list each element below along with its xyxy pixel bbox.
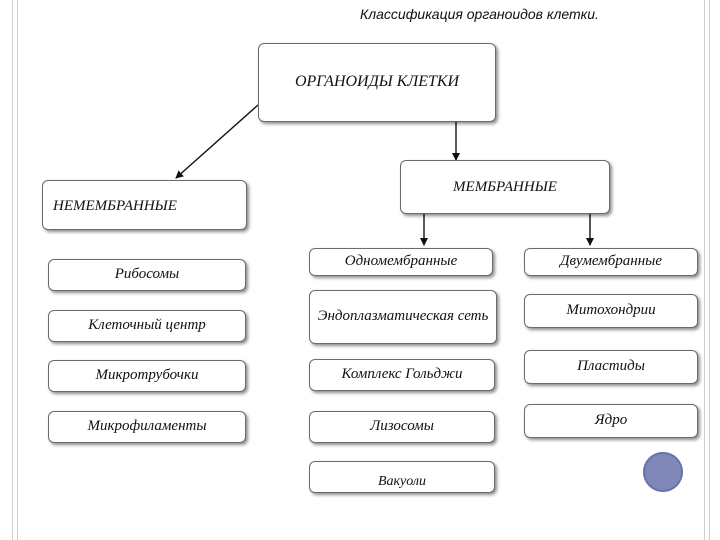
nonmembrane-item-microtubules: Микротрубочки [48,360,246,392]
slide-title: Классификация органоидов клетки. [360,6,599,22]
nonmembrane-label: НЕМЕМБРАННЫЕ [53,198,177,214]
decorative-circle [643,452,683,492]
root-box: ОРГАНОИДЫ КЛЕТКИ [258,43,496,122]
nonmembrane-item-ribosomes: Рибосомы [48,259,246,291]
slide-border-right [704,0,710,540]
membrane-box: МЕМБРАННЫЕ [400,160,610,214]
single-item-er: Эндоплазматическая сеть [309,290,497,344]
single-membrane-box: Одномембранные [309,248,493,276]
single-item-golgi: Комплекс Гольджи [309,359,495,391]
nonmembrane-item-microfilaments: Микрофиламенты [48,411,246,443]
membrane-label: МЕМБРАННЫЕ [453,179,557,195]
double-item-plastids: Пластиды [524,350,698,384]
double-membrane-box: Двумембранные [524,248,698,276]
double-item-mitochondria: Митохондрии [524,294,698,328]
double-item-nucleus: Ядро [524,404,698,438]
single-item-vacuoles: Вакуоли [309,461,495,493]
root-label: ОРГАНОИДЫ КЛЕТКИ [294,73,460,91]
arrow-root-to-nonmembrane [175,104,259,179]
single-item-lysosomes: Лизосомы [309,411,495,443]
slide-border-left [12,0,18,540]
nonmembrane-item-cell-center: Клеточный центр [48,310,246,342]
nonmembrane-box: НЕМЕМБРАННЫЕ [42,180,247,230]
